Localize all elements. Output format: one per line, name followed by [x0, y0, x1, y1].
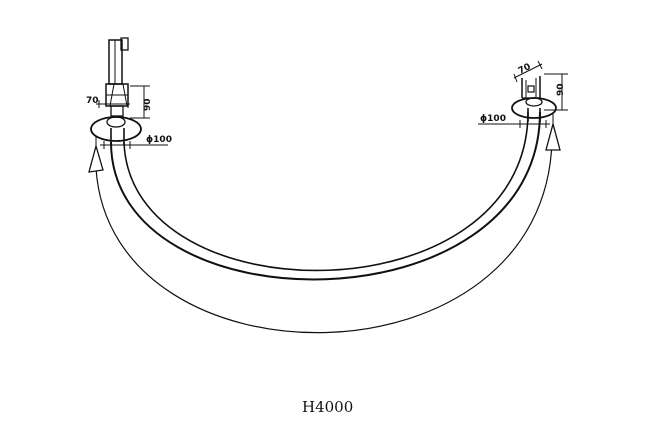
right-mount-dimensions: 70 90 ϕ100 [478, 60, 568, 128]
left-mount-dimensions: 70 90 ϕ100 [86, 85, 172, 149]
curved-tube [110, 111, 541, 281]
right-arrowhead [545, 121, 561, 151]
right-diameter-label: ϕ100 [480, 114, 506, 124]
overall-length-label: H4000 [302, 398, 353, 416]
left-arrowhead [88, 143, 104, 173]
left-width-label: 70 [86, 96, 99, 106]
right-height-label: 90 [556, 83, 566, 96]
left-mount [90, 37, 142, 145]
right-mount [511, 76, 557, 122]
right-width-label: 70 [517, 62, 533, 77]
overall-length-dimension [88, 114, 561, 334]
left-diameter-label: ϕ100 [146, 135, 172, 145]
left-height-label: 90 [143, 98, 153, 111]
